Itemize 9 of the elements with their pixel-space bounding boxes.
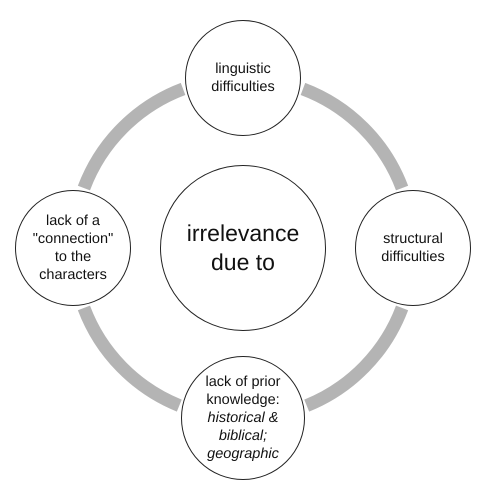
node-text: structural difficulties (380, 230, 446, 266)
node-text: lack of prior knowledge: historical & biblical; geographic (204, 372, 282, 464)
ring-segment (78, 305, 182, 412)
node-text: irrelevance due to (186, 219, 300, 277)
ring-segment (300, 82, 408, 191)
ring-segment (304, 305, 408, 412)
ring-segment (78, 82, 186, 191)
node-text: linguistic difficulties (210, 60, 276, 96)
node-text: lack of a "connection" to the characters (32, 212, 114, 284)
